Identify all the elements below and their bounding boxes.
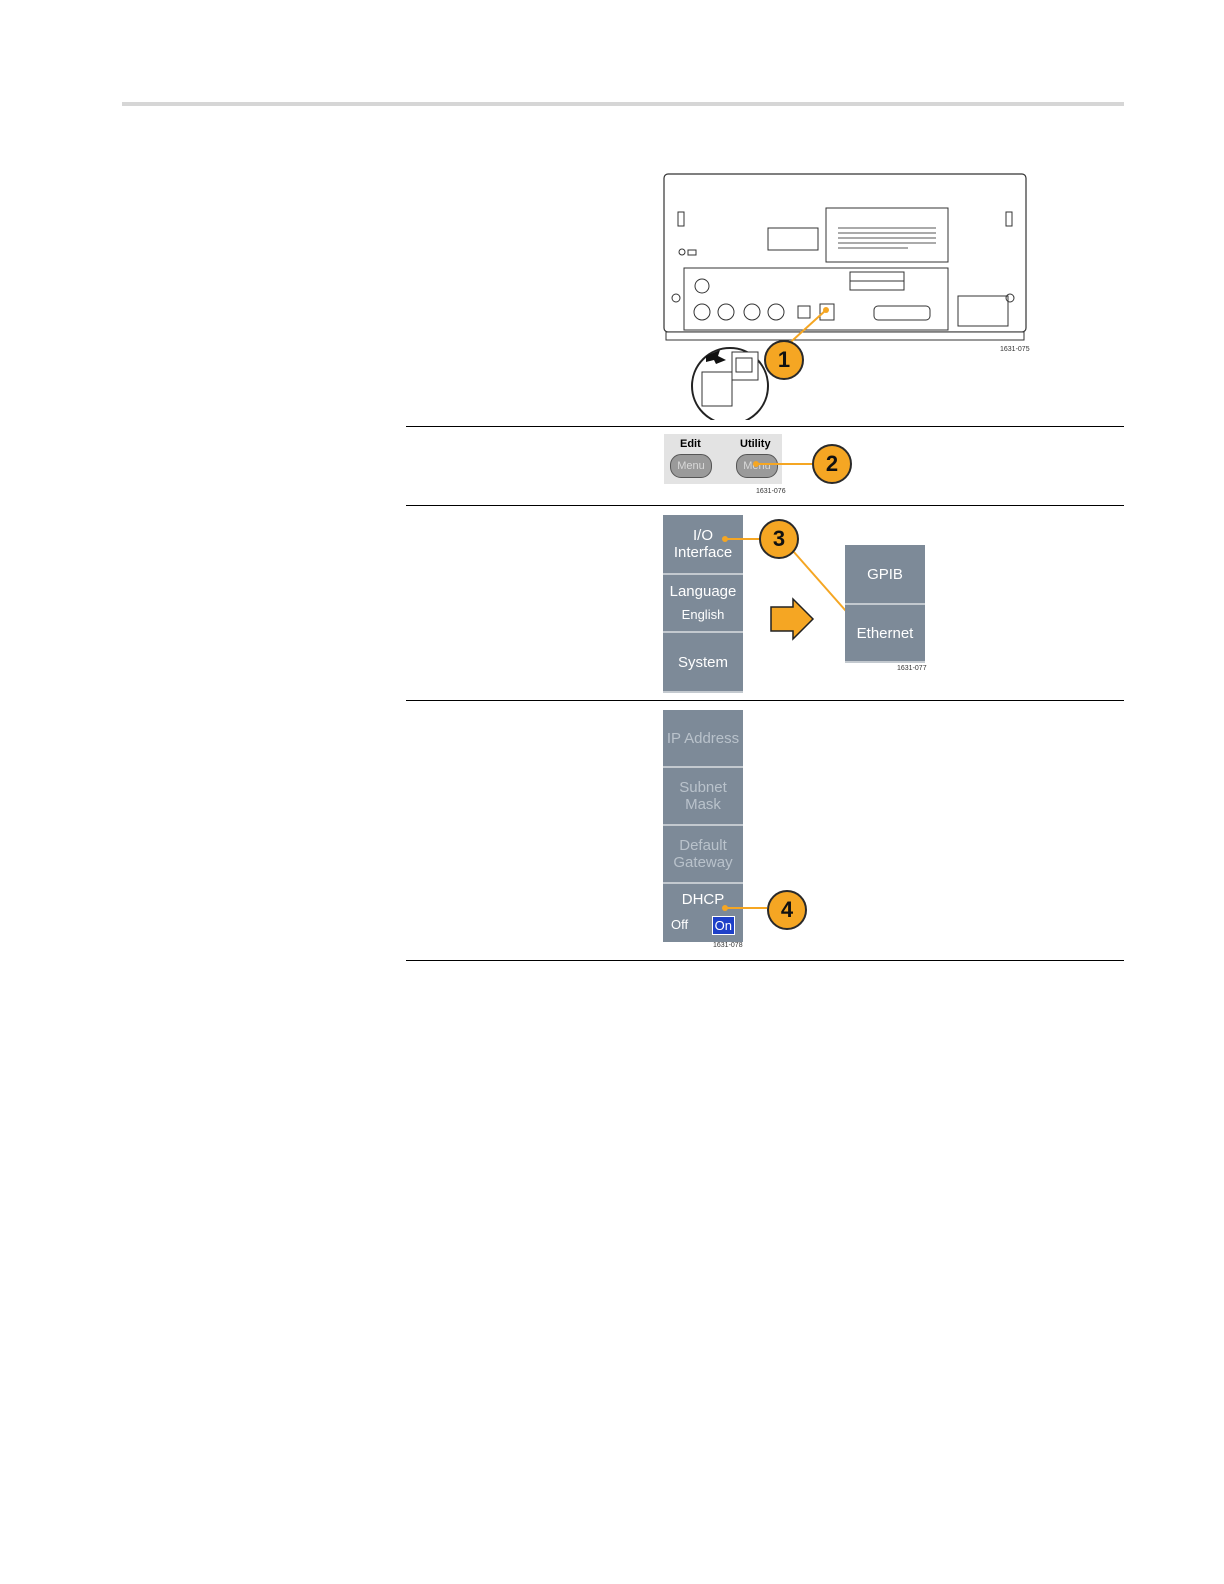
front-panel-keys-figure: Edit Utility Menu Menu 2 1631-076: [664, 434, 864, 496]
header-rule: [122, 102, 1124, 106]
callout-1: 1: [764, 340, 804, 380]
table-rule: [406, 700, 1124, 701]
callout-4: 4: [767, 890, 807, 930]
table-rule: [406, 960, 1124, 961]
rear-panel-drawing: [658, 170, 1038, 420]
figure-code: 1631-077: [897, 665, 927, 672]
figure-code: 1631-075: [1000, 346, 1030, 353]
callout-2: 2: [812, 444, 852, 484]
io-interface-figure: I/O Interface Language English System 3 …: [663, 515, 943, 695]
ethernet-settings-figure: IP Address Subnet Mask Default Gateway D…: [663, 710, 823, 955]
callout-3: 3: [759, 519, 799, 559]
rear-panel-figure: 1 1631-075: [658, 170, 1038, 420]
table-rule: [406, 426, 1124, 427]
table-rule: [406, 505, 1124, 506]
figure-code: 1631-076: [756, 488, 786, 495]
ethernet-button[interactable]: Ethernet: [845, 605, 925, 663]
gpib-button[interactable]: GPIB: [845, 545, 925, 605]
right-arrow-icon: [771, 599, 813, 639]
figure-code: 1631-078: [713, 942, 743, 949]
